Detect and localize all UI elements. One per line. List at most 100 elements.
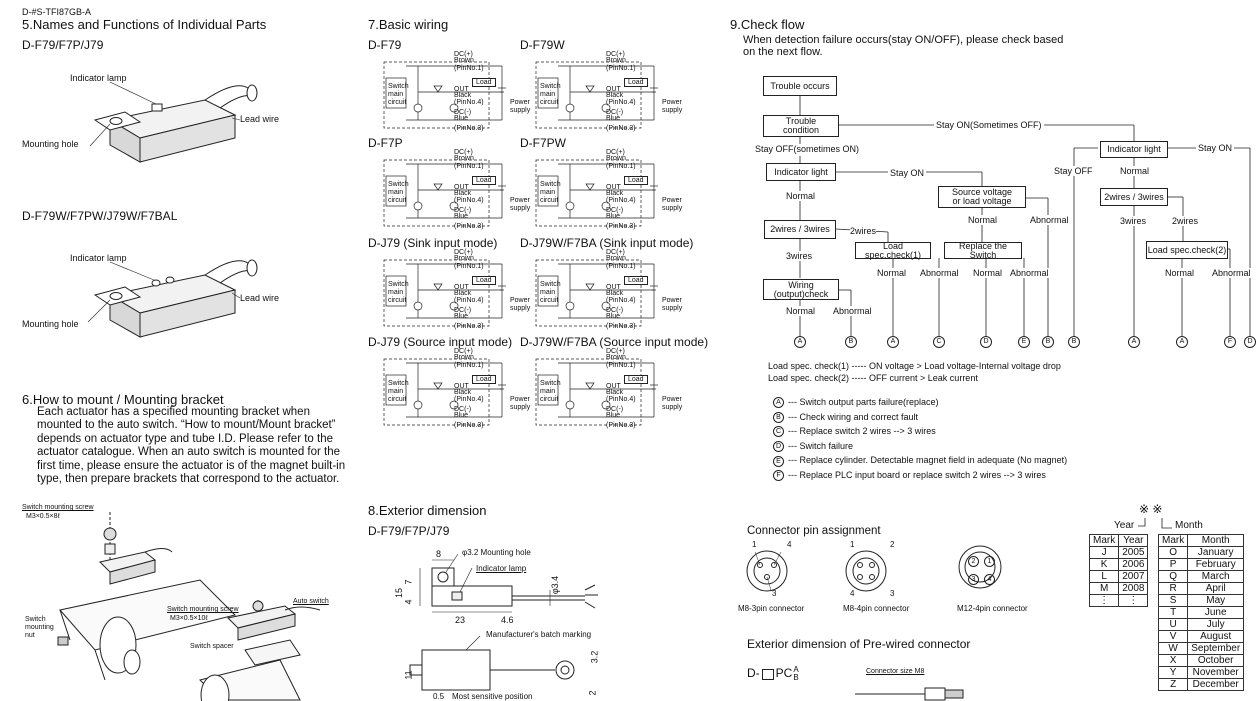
section9-intro2: on the next flow. <box>743 46 823 58</box>
mounting-hole-label-1: Mounting hole <box>22 139 79 149</box>
lbl-switch-4: Switch <box>388 281 409 288</box>
section9-title: 9.Check flow <box>730 17 805 32</box>
lbl-load-7: Load <box>624 375 648 384</box>
section8-model: D-F79/F7P/J79 <box>368 524 450 538</box>
lbl-load-5: Load <box>624 276 648 285</box>
lbl-circuit-4: circuit <box>388 297 407 304</box>
flow-result-mark: A <box>1176 336 1188 348</box>
wiring-diagram-3 <box>535 159 658 227</box>
screw1-label: Switch mounting screw <box>22 504 94 511</box>
lbl-load-6: Load <box>472 375 496 384</box>
lbl-switch-6: Switch <box>388 380 409 387</box>
legend-mark: E <box>773 455 784 467</box>
m8-4-pin3: 3 <box>890 589 895 598</box>
lbl-dc-minus-3: DC(-) <box>606 207 624 214</box>
legend-item: C--- Replace switch 2 wires --> 3 wires <box>773 424 1067 439</box>
lbl-blue-0: Blue <box>454 115 469 122</box>
m8-4-pin2: 2 <box>890 540 895 549</box>
wiring-title-2: D-F7P <box>368 136 403 150</box>
lbl-blue-7: Blue <box>606 412 621 419</box>
lbl-circuit-2: circuit <box>388 197 407 204</box>
wiring-diagram-1 <box>535 61 658 129</box>
screw1-spec: M3×0.5×8ℓ <box>26 513 60 520</box>
lbl-brown-2: Brown <box>454 155 474 162</box>
legend-mark: C <box>773 426 784 438</box>
lbl-dc-plus-2: DC(+) <box>454 149 473 156</box>
m8-3-pin3: 3 <box>772 589 777 598</box>
lbl-circuit-1: circuit <box>540 99 559 106</box>
lbl-switch-0: Switch <box>388 83 409 90</box>
lbl-pin4-4: (PinNo.4) <box>454 297 484 304</box>
dim-8: 8 <box>436 549 442 559</box>
flow-normal-3: Normal <box>877 268 907 278</box>
lbl-power-4: Power <box>510 297 530 304</box>
lbl-blue-3: Blue <box>606 213 621 220</box>
flow-stay-on-1: Stay ON <box>888 168 927 178</box>
screw2-label: Switch mounting screw <box>167 606 239 613</box>
legend-text: --- Switch output parts failure(replace) <box>788 397 939 407</box>
lbl-brown-1: Brown <box>606 57 626 64</box>
lbl-supply-2: supply <box>510 205 531 212</box>
flow-result-mark: F <box>1224 336 1236 348</box>
flow-load-check2: Load spec.check(2) <box>1146 241 1228 259</box>
lbl-black-0: Black <box>454 92 472 99</box>
flow-indicator-light-1: Indicator light <box>766 163 836 181</box>
lbl-pin3-7: (PinNo.3) <box>606 422 636 429</box>
lbl-switch-7: Switch <box>540 380 561 387</box>
flow-abnormal-1: Abnormal <box>1030 215 1069 225</box>
prewired-title: Exterior dimension of Pre-wired connecto… <box>747 637 971 651</box>
wiring-title-5: D-J79W/F7BA (Sink input mode) <box>520 236 694 250</box>
year-label: Year <box>1114 520 1135 531</box>
lbl-black-6: Black <box>454 389 472 396</box>
wiring-diagram-2 <box>383 159 506 227</box>
lbl-switch-2: Switch <box>388 181 409 188</box>
lbl-brown-4: Brown <box>454 255 474 262</box>
lbl-dc-minus-7: DC(-) <box>606 406 624 413</box>
doc-id: D-#S-TFI87GB-A <box>22 7 92 17</box>
year-month-marks: ※ ※ <box>1139 502 1163 516</box>
month-label: Month <box>1175 520 1203 531</box>
wiring-title-4: D-J79 (Sink input mode) <box>368 236 498 250</box>
lbl-load-1: Load <box>624 78 648 87</box>
spacer-label: Switch spacer <box>190 643 234 650</box>
m8-4pin-label: M8-4pin connector <box>843 604 910 613</box>
lbl-power-2: Power <box>510 197 530 204</box>
lbl-dc-minus-2: DC(-) <box>454 207 472 214</box>
lbl-pin4-2: (PinNo.4) <box>454 197 484 204</box>
lbl-pin1-3: (PinNo.1) <box>606 163 636 170</box>
lbl-pin4-3: (PinNo.4) <box>606 197 636 204</box>
wiring-diagram-0 <box>383 61 506 129</box>
lbl-blue-2: Blue <box>454 213 469 220</box>
legend-mark: A <box>773 397 784 409</box>
lbl-blue-1: Blue <box>606 115 621 122</box>
lbl-out-0: OUT <box>454 86 469 93</box>
lbl-pin3-4: (PinNo.3) <box>454 323 484 330</box>
lbl-main-3: main <box>540 189 556 196</box>
dim-4-6: 4.6 <box>501 615 514 625</box>
section5-model2: D-F79W/F7PW/J79W/F7BAL <box>22 209 178 223</box>
flow-result-mark: B <box>1042 336 1054 348</box>
lbl-black-7: Black <box>606 389 624 396</box>
flow-result-mark: D <box>1244 336 1256 348</box>
legend-item: B--- Check wiring and correct fault <box>773 410 1067 425</box>
legend-list: A --- Switch output parts failure(replace… <box>773 395 1067 483</box>
flow-wires-2: 2wires / 3wires <box>1100 188 1168 206</box>
flow-stay-off: Stay OFF <box>1054 166 1093 176</box>
flow-3wires-2: 3wires <box>1120 216 1147 226</box>
lbl-blue-5: Blue <box>606 313 621 320</box>
lead-wire-label-2: Lead wire <box>240 293 280 303</box>
lbl-pin1-4: (PinNo.1) <box>454 263 484 270</box>
lbl-switch-1: Switch <box>540 83 561 90</box>
lbl-black-1: Black <box>606 92 624 99</box>
flow-normal-4: Normal <box>973 268 1003 278</box>
auto-switch-label: Auto switch <box>293 598 329 605</box>
lbl-circuit-0: circuit <box>388 99 407 106</box>
lbl-pin3-3: (PinNo.3) <box>606 223 636 230</box>
flow-result-mark: A <box>794 336 806 348</box>
legend-text: --- Replace PLC input board or replace s… <box>788 469 1046 480</box>
lbl-pin3-2: (PinNo.3) <box>454 223 484 230</box>
